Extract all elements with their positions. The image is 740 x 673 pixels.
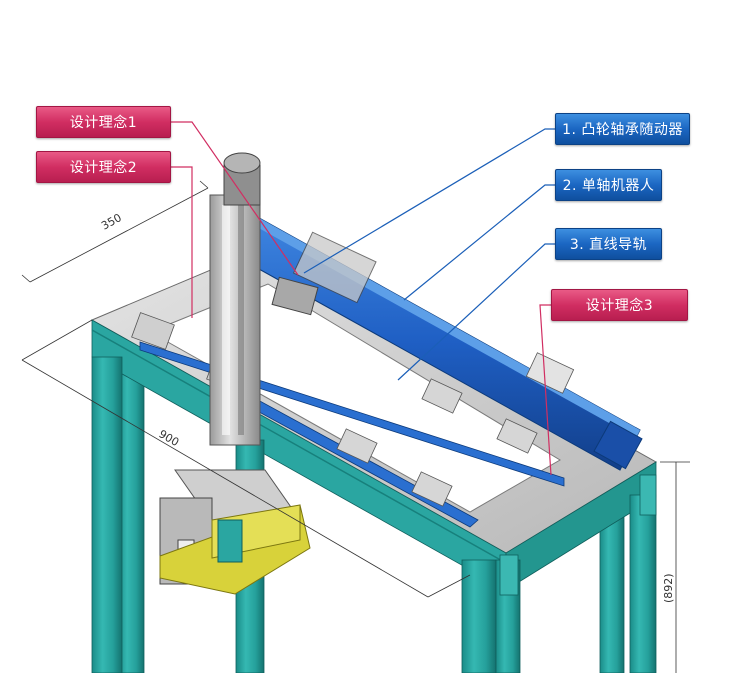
dimension-width: 350 [99, 211, 124, 233]
dimension-height: (892) [662, 573, 675, 603]
callout-linear-guide[interactable]: 3. 直线导轨 [555, 228, 662, 260]
leader-design-concept-2 [171, 166, 193, 318]
dimension-lines [21, 180, 690, 673]
callout-design-concept-1[interactable]: 设计理念1 [36, 106, 171, 138]
leader-design-concept-1 [171, 121, 299, 276]
callout-single-axis-robot[interactable]: 2. 单轴机器人 [555, 169, 662, 201]
leader-lines [171, 121, 555, 476]
leader-single-axis-robot [403, 184, 555, 301]
leader-design-concept-3 [539, 304, 552, 476]
lower-fixture [159, 469, 311, 595]
leader-cam-follower [303, 128, 555, 274]
callout-design-concept-3[interactable]: 设计理念3 [551, 289, 688, 321]
leader-linear-guide [397, 243, 555, 381]
vertical-axis-column [209, 152, 377, 446]
callout-cam-follower[interactable]: 1. 凸轮轴承随动器 [555, 113, 690, 145]
callout-design-concept-2[interactable]: 设计理念2 [36, 151, 171, 183]
